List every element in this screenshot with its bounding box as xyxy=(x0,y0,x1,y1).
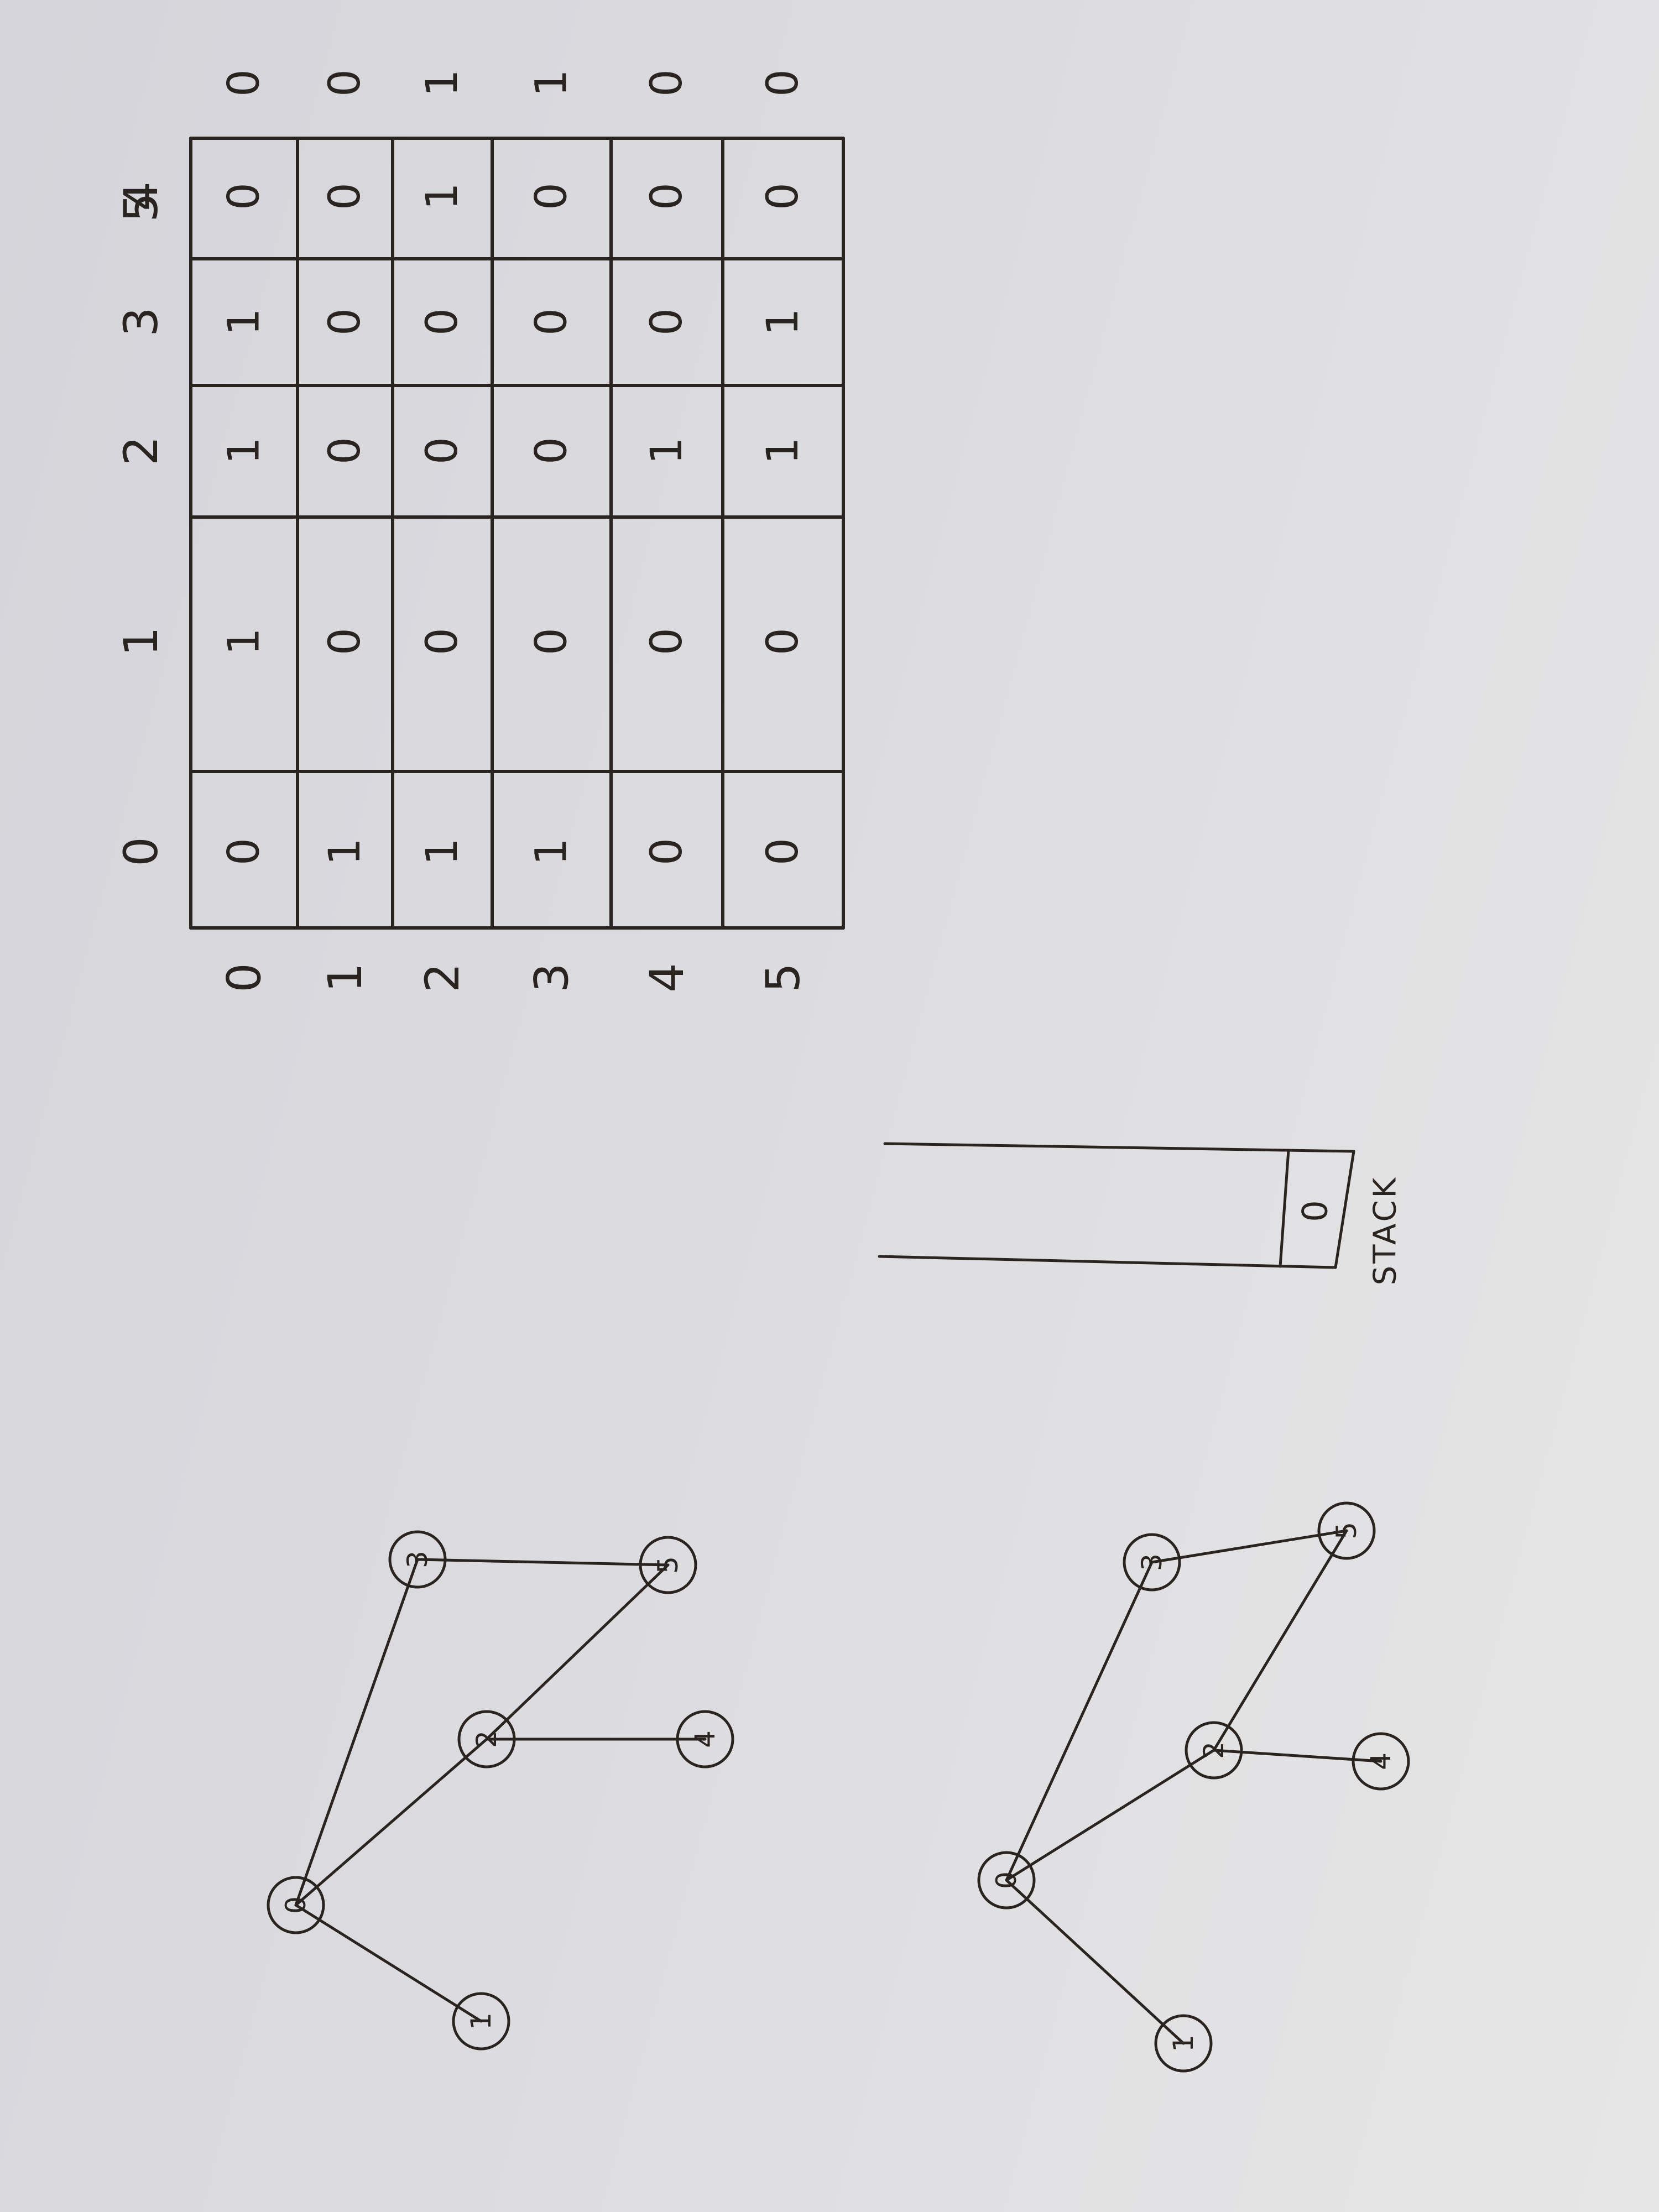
graph2-node-4 xyxy=(1352,1732,1410,1791)
matrix-cell-5-4: 0 xyxy=(758,182,808,210)
stack-wall-bottom xyxy=(878,1255,1337,1269)
matrix-row-label-3: 3 xyxy=(525,963,579,992)
graph1-node-label-2: 2 xyxy=(471,1730,503,1748)
graph2-node-2 xyxy=(1185,1721,1243,1780)
matrix-row-label-0: 0 xyxy=(217,963,272,992)
matrix-row-label-5: 5 xyxy=(756,963,810,992)
stack-caption: STACK xyxy=(1368,1176,1404,1286)
graph2-node-5 xyxy=(1317,1501,1376,1560)
matrix-cell-4-0: 0 xyxy=(642,838,692,865)
matrix-cell-5-3: 1 xyxy=(758,308,808,336)
matrix-cell-3-5: 1 xyxy=(527,69,577,97)
graph2-node-1 xyxy=(1154,2014,1213,2073)
matrix-cell-2-4: 1 xyxy=(418,182,467,210)
matrix-cell-4-1: 0 xyxy=(642,628,692,655)
graph1-edge-0-3 xyxy=(294,1558,419,1907)
matrix-cell-5-2: 1 xyxy=(758,437,808,465)
graph1-node-2 xyxy=(457,1710,516,1768)
graph-diagram-2: 0 1 2 3 4 5 xyxy=(977,1501,1410,2073)
matrix-cell-1-2: 0 xyxy=(320,437,370,465)
stack-item-0: 0 xyxy=(1295,1200,1335,1222)
matrix-col-label-1: 1 xyxy=(114,627,168,656)
matrix-cell-2-2: 0 xyxy=(418,437,467,465)
matrix-cell-1-0: 1 xyxy=(320,838,370,865)
matrix-col-label-0: 0 xyxy=(114,837,168,866)
matrix-cell-4-2: 1 xyxy=(642,437,692,465)
graph1-node-1 xyxy=(452,1992,510,2051)
graph1-node-label-5: 5 xyxy=(652,1556,684,1574)
graph1-edge-0-2 xyxy=(294,1738,488,1907)
graph1-node-4 xyxy=(676,1710,734,1768)
graph1-edge-3-5 xyxy=(416,1558,670,1567)
matrix-row-label-2: 2 xyxy=(415,963,469,992)
matrix-cell-2-5: 1 xyxy=(418,69,467,97)
matrix-cell-2-3: 0 xyxy=(418,308,467,336)
graph1-edge-2-5 xyxy=(485,1563,670,1741)
matrix-col-label-3: 3 xyxy=(114,307,168,336)
graph1-node-5 xyxy=(639,1536,697,1594)
matrix-cell-3-4: 0 xyxy=(527,182,577,210)
matrix-cell-4-4: 0 xyxy=(642,182,692,210)
matrix-cell-5-1: 0 xyxy=(758,628,808,655)
matrix-cell-1-5: 0 xyxy=(320,69,370,97)
stack-wall-top xyxy=(883,1142,1355,1153)
matrix-cell-1-3: 0 xyxy=(320,308,370,336)
matrix-cell-3-2: 0 xyxy=(527,437,577,465)
matrix-cell-1-1: 0 xyxy=(320,628,370,655)
matrix-cell-3-1: 0 xyxy=(527,628,577,655)
matrix-cell-5-5: 0 xyxy=(758,69,808,97)
graph2-node-0 xyxy=(977,1851,1036,1910)
graph2-node-label-5: 5 xyxy=(1331,1522,1363,1540)
matrix-cell-3-0: 1 xyxy=(527,838,577,865)
graph2-node-label-1: 1 xyxy=(1167,2034,1199,2052)
graph2-edge-0-1 xyxy=(1005,1879,1185,2045)
graph-diagram-1: 0 1 2 3 4 5 xyxy=(267,1530,734,2051)
graph1-node-3 xyxy=(388,1530,447,1589)
graph1-node-0 xyxy=(267,1876,325,1934)
adjacency-matrix: 0 1 1 1 0 0 1 0 0 0 0 0 1 0 0 0 1 1 1 0 0 0 0 1 0 0 1 0 0 0 0 0 1 1 0 0 0 1 2 3… xyxy=(114,69,845,993)
graph1-node-label-1: 1 xyxy=(465,2012,497,2030)
matrix-cell-0-2: 1 xyxy=(220,437,269,465)
matrix-row-label-4: 4 xyxy=(640,963,694,992)
matrix-cell-0-0: 0 xyxy=(220,838,269,865)
matrix-cell-5-0: 0 xyxy=(758,838,808,865)
matrix-row-label-1: 1 xyxy=(318,963,372,992)
matrix-col-label-2: 2 xyxy=(114,436,168,465)
graph1-node-label-3: 3 xyxy=(401,1551,434,1568)
matrix-cell-1-4: 0 xyxy=(320,182,370,210)
matrix-cell-0-4: 0 xyxy=(220,182,269,210)
matrix-cell-2-1: 0 xyxy=(418,628,467,655)
matrix-col-label-5: 5 xyxy=(114,192,168,222)
stack-item-divider xyxy=(1279,1149,1290,1268)
graph1-node-label-4: 4 xyxy=(689,1730,721,1748)
graph2-edge-3-5 xyxy=(1150,1529,1348,1564)
matrix-cell-2-0: 1 xyxy=(418,838,467,865)
matrix-cell-4-5: 0 xyxy=(642,69,692,97)
matrix-cell-0-3: 1 xyxy=(220,308,269,336)
graph2-node-label-3: 3 xyxy=(1136,1553,1168,1571)
graph1-node-label-0: 0 xyxy=(280,1896,312,1914)
matrix-cell-4-3: 0 xyxy=(642,308,692,336)
graph2-node-label-4: 4 xyxy=(1365,1752,1397,1770)
graph2-edge-0-3 xyxy=(1005,1561,1154,1882)
graph2-node-label-2: 2 xyxy=(1198,1741,1230,1759)
matrix-cell-0-1: 1 xyxy=(220,628,269,655)
matrix-cell-0-5: 0 xyxy=(220,69,269,97)
stack-base xyxy=(1334,1150,1355,1269)
graph2-edge-0-2 xyxy=(1005,1749,1215,1882)
matrix-cell-3-3: 0 xyxy=(527,308,577,336)
graph2-node-label-0: 0 xyxy=(990,1871,1022,1889)
graph2-node-3 xyxy=(1123,1533,1181,1592)
stack-diagram: 0 STACK xyxy=(878,1142,1404,1286)
graph2-edge-2-5 xyxy=(1212,1529,1348,1752)
matrix-col-label-4: 4 xyxy=(114,181,168,211)
graph1-edge-0-1 xyxy=(294,1903,483,2023)
